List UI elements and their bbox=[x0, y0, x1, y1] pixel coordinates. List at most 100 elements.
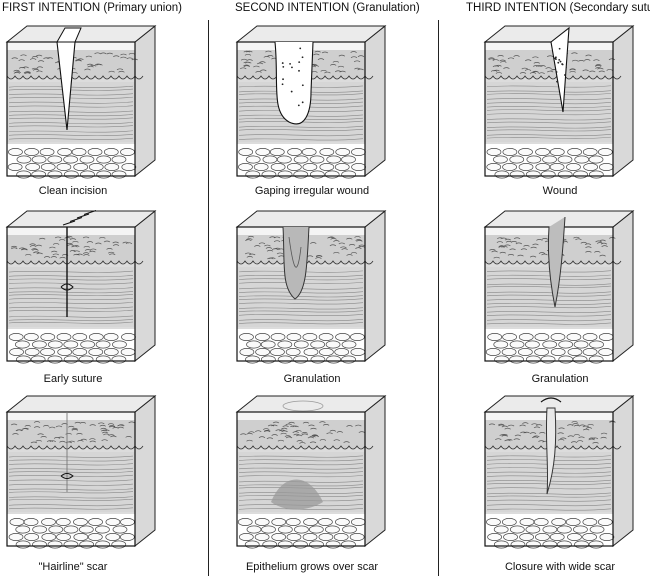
fat-cell bbox=[58, 148, 72, 155]
wound-debris-dot bbox=[298, 61, 300, 63]
fat-cell bbox=[9, 333, 23, 340]
fat-cell bbox=[271, 163, 285, 170]
fat-cell bbox=[278, 541, 292, 548]
fat-cell bbox=[311, 356, 325, 363]
fat-cell bbox=[543, 526, 557, 533]
fat-cell bbox=[583, 518, 597, 525]
block-side-face bbox=[135, 211, 155, 361]
wound-debris-dot bbox=[302, 84, 304, 86]
fat-cell bbox=[519, 163, 533, 170]
fat-cell bbox=[351, 148, 365, 155]
fat-cell bbox=[238, 163, 252, 170]
epidermis-layer bbox=[237, 412, 365, 420]
block-side-face bbox=[613, 26, 633, 176]
fat-cell bbox=[319, 348, 333, 355]
fat-cell bbox=[95, 526, 109, 533]
fat-cell bbox=[33, 541, 47, 548]
fat-cell bbox=[64, 156, 78, 163]
fat-cell bbox=[42, 533, 56, 540]
fat-cell bbox=[351, 348, 365, 355]
fat-cell bbox=[41, 333, 55, 340]
fat-cell bbox=[25, 348, 39, 355]
fat-cell bbox=[42, 518, 56, 525]
fat-cell bbox=[255, 533, 269, 540]
fat-cell bbox=[122, 163, 136, 170]
fat-cell bbox=[121, 333, 135, 340]
fat-cell bbox=[495, 171, 509, 178]
wound-debris-dot bbox=[564, 74, 566, 76]
fat-cell bbox=[32, 171, 46, 178]
fat-cell bbox=[40, 148, 54, 155]
fat-cell bbox=[246, 156, 260, 163]
fat-cell bbox=[64, 541, 78, 548]
fat-cell bbox=[519, 333, 533, 340]
fat-cell bbox=[263, 156, 277, 163]
fat-cell bbox=[8, 148, 22, 155]
fat-cell bbox=[245, 356, 259, 363]
fat-cell bbox=[583, 148, 597, 155]
fat-cell bbox=[89, 518, 103, 525]
caption-wide-scar: Closure with wide scar bbox=[460, 561, 650, 573]
skin-block-early-suture bbox=[5, 205, 160, 365]
fat-cell bbox=[589, 356, 603, 363]
caption-wound: Wound bbox=[460, 185, 650, 197]
fat-cell bbox=[510, 526, 524, 533]
fat-cell bbox=[24, 518, 38, 525]
fat-cell bbox=[558, 156, 572, 163]
fat-cell bbox=[600, 533, 614, 540]
fat-cell bbox=[309, 526, 323, 533]
fat-cell bbox=[551, 348, 565, 355]
fat-cell bbox=[319, 533, 333, 540]
fat-cell bbox=[96, 356, 110, 363]
fat-cell bbox=[567, 533, 581, 540]
column-title-second-intention: SECOND INTENTION (Granulation) bbox=[235, 2, 420, 14]
fat-cell bbox=[270, 148, 284, 155]
fat-cell bbox=[16, 541, 30, 548]
fat-cell bbox=[557, 526, 571, 533]
fat-cell bbox=[589, 171, 603, 178]
block-top-face bbox=[485, 396, 633, 412]
fat-cell bbox=[599, 163, 613, 170]
skin-block-hairline-scar bbox=[5, 390, 160, 550]
fat-cell bbox=[239, 533, 253, 540]
caption-granulation-open: Granulation bbox=[212, 373, 412, 385]
fat-cell bbox=[64, 356, 78, 363]
fat-cell bbox=[73, 348, 87, 355]
fat-cell bbox=[48, 341, 62, 348]
fat-cell bbox=[575, 541, 589, 548]
fat-cell bbox=[488, 333, 502, 340]
papillary-layer bbox=[237, 420, 365, 448]
fat-cell bbox=[26, 163, 40, 170]
block-top-face bbox=[7, 396, 155, 412]
fat-cell bbox=[24, 333, 38, 340]
block-top-face bbox=[237, 211, 385, 227]
fat-cell bbox=[543, 156, 557, 163]
caption-hairline-scar: "Hairline" scar bbox=[0, 561, 173, 573]
fat-cell bbox=[121, 348, 135, 355]
fat-cell bbox=[557, 541, 571, 548]
fat-cell bbox=[535, 348, 549, 355]
skin-block bbox=[485, 26, 633, 178]
fat-cell bbox=[294, 341, 308, 348]
panel-epithelium-scar bbox=[235, 390, 425, 550]
fat-cell bbox=[527, 156, 541, 163]
fat-cell bbox=[121, 148, 135, 155]
fat-cell bbox=[261, 526, 275, 533]
fat-cell bbox=[80, 156, 94, 163]
fat-cell bbox=[559, 356, 573, 363]
caption-clean-incision: Clean incision bbox=[0, 185, 173, 197]
fat-cell bbox=[568, 148, 582, 155]
fat-cell bbox=[342, 356, 356, 363]
panel-gaping-wound bbox=[235, 20, 425, 180]
fat-cell bbox=[239, 148, 253, 155]
fat-cell bbox=[494, 541, 508, 548]
fat-cell bbox=[256, 148, 270, 155]
fat-cell bbox=[543, 341, 557, 348]
fat-cell bbox=[558, 171, 572, 178]
column-divider-left bbox=[208, 20, 209, 576]
block-side-face bbox=[613, 396, 633, 546]
wound-debris-dot bbox=[556, 71, 558, 73]
fat-cell bbox=[310, 156, 324, 163]
fat-cell bbox=[303, 533, 317, 540]
fat-cell bbox=[272, 533, 286, 540]
